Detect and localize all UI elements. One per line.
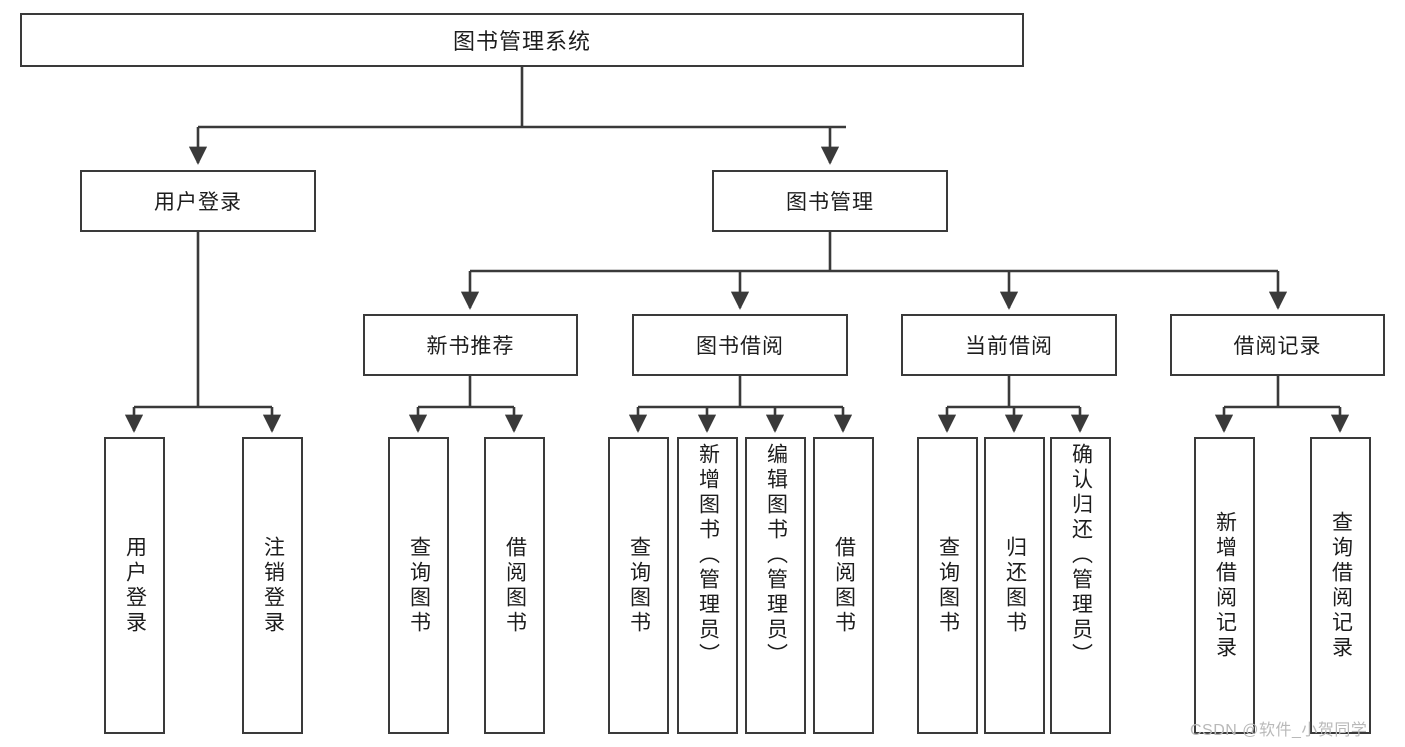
node-root[interactable]: 图书管理系统 [20,13,1024,67]
node-current-borrow[interactable]: 当前借阅 [901,314,1117,376]
leaf-edit-book-admin-label: 编辑图书（管理员） [764,443,788,668]
node-borrow-records-label: 借阅记录 [1233,335,1322,358]
leaf-query-book-recommend[interactable]: 查询图书 [388,437,449,734]
leaf-add-borrow-record[interactable]: 新增借阅记录 [1194,437,1255,734]
leaf-user-login-label: 用户登录 [123,535,147,636]
leaf-query-book-current-label: 查询图书 [936,535,960,636]
leaf-logout[interactable]: 注销登录 [242,437,303,734]
csdn-watermark: CSDN @软件_小贺同学 [1190,722,1368,739]
node-book-management[interactable]: 图书管理 [712,170,948,232]
node-borrow-records[interactable]: 借阅记录 [1170,314,1385,376]
leaf-logout-label: 注销登录 [261,535,285,636]
node-current-borrow-label: 当前借阅 [965,335,1053,358]
leaf-edit-book-admin[interactable]: 编辑图书（管理员） [745,437,806,734]
leaf-add-borrow-record-label: 新增借阅记录 [1213,510,1237,661]
node-new-book-recommend[interactable]: 新书推荐 [363,314,578,376]
leaf-borrow-book-recommend[interactable]: 借阅图书 [484,437,545,734]
leaf-confirm-return-admin[interactable]: 确认归还（管理员） [1050,437,1111,734]
leaf-user-login[interactable]: 用户登录 [104,437,165,734]
leaf-return-book[interactable]: 归还图书 [984,437,1045,734]
leaf-borrow-book[interactable]: 借阅图书 [813,437,874,734]
leaf-query-borrow-record-label: 查询借阅记录 [1329,510,1353,661]
leaf-confirm-return-admin-label: 确认归还（管理员） [1069,443,1093,668]
node-user-login[interactable]: 用户登录 [80,170,316,232]
leaf-query-book-recommend-label: 查询图书 [407,535,431,636]
node-book-borrow[interactable]: 图书借阅 [632,314,848,376]
node-new-book-recommend-label: 新书推荐 [426,335,515,358]
node-user-login-label: 用户登录 [154,191,242,214]
leaf-return-book-label: 归还图书 [1003,535,1027,636]
leaf-query-borrow-record[interactable]: 查询借阅记录 [1310,437,1371,734]
leaf-borrow-book-recommend-label: 借阅图书 [503,535,527,636]
leaf-add-book-admin[interactable]: 新增图书（管理员） [677,437,738,734]
leaf-query-book-borrow[interactable]: 查询图书 [608,437,669,734]
leaf-borrow-book-label: 借阅图书 [832,535,856,636]
node-book-borrow-label: 图书借阅 [696,335,784,358]
leaf-query-book-current[interactable]: 查询图书 [917,437,978,734]
leaf-query-book-borrow-label: 查询图书 [627,535,651,636]
node-book-management-label: 图书管理 [786,191,874,214]
leaf-add-book-admin-label: 新增图书（管理员） [696,443,720,668]
node-root-label: 图书管理系统 [452,29,591,54]
